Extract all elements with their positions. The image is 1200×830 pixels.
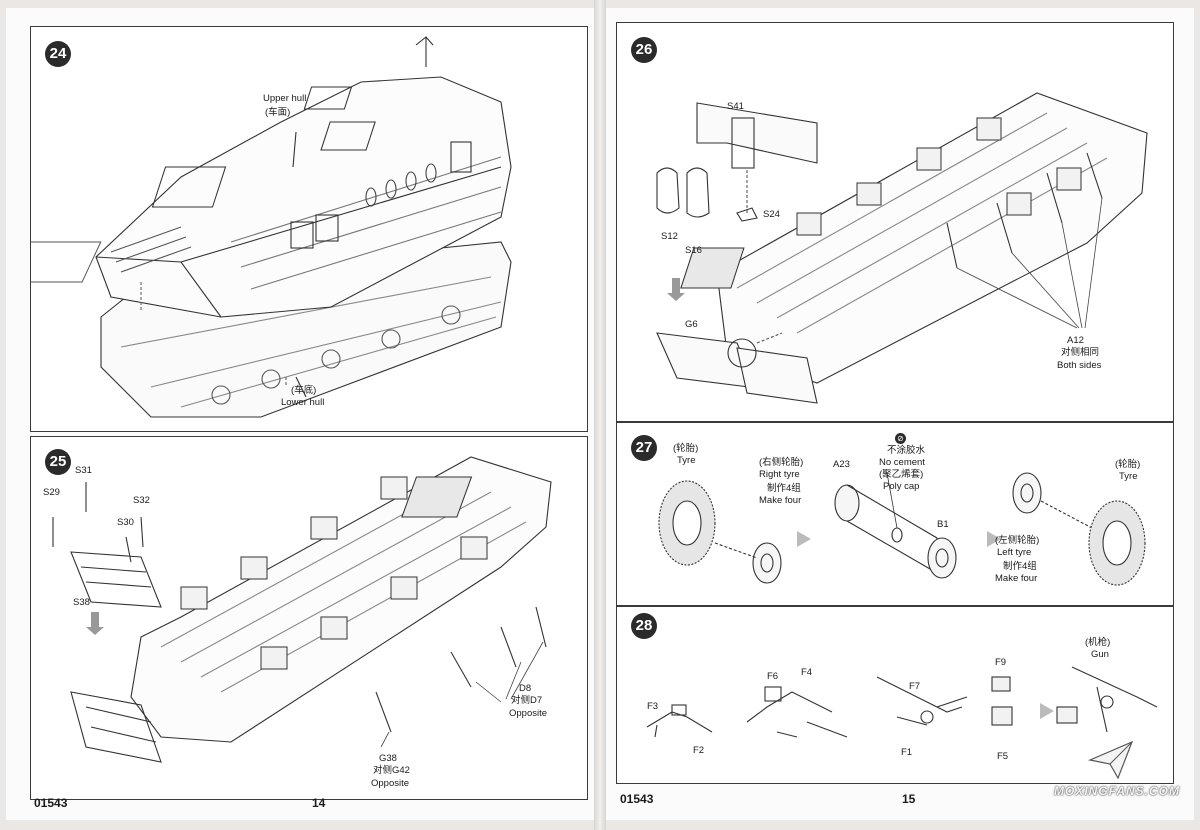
page-number-14: 14 (312, 796, 326, 810)
wheel-assembly-illustration (658, 472, 1146, 586)
part-f2-label: F2 (693, 745, 705, 756)
make-four-label-cn-2: 制作4组 (1003, 561, 1037, 572)
part-s12-label: S12 (661, 231, 678, 242)
left-tyre-label-cn: (左侧轮胎) (995, 535, 1040, 546)
part-d8-label: D8 (519, 683, 532, 694)
part-d8-cn-label: 对侧D7 (511, 695, 543, 706)
part-g6-label: G6 (685, 319, 698, 330)
part-a23-label: A23 (833, 459, 850, 470)
paper-plane-logo-icon (1088, 740, 1134, 780)
part-f6-label: F6 (767, 671, 779, 682)
step-28-number: 28 (631, 613, 657, 639)
step-27-panel: 27 (轮胎) Tyre (右侧轮胎) Right tyre 制作4组 Make… (616, 422, 1174, 606)
part-b1-label: B1 (937, 519, 949, 530)
gun-label-cn: (机枪) (1085, 637, 1111, 648)
gun-label: Gun (1091, 649, 1109, 660)
watermark-text: MOXINGFANS.COM (1053, 784, 1180, 798)
step-24-number: 24 (45, 41, 71, 67)
make-four-label-2: Make four (995, 573, 1038, 584)
part-s32-label: S32 (133, 495, 150, 506)
part-f9-label: F9 (995, 657, 1007, 668)
part-s31-label: S31 (75, 465, 92, 476)
left-page: 24 Upper hull (车面) (车底) Lower hull 25 S3 (6, 8, 594, 820)
tyre-label-cn: (轮胎) (673, 443, 699, 454)
step-25-panel: 25 S31 S29 S32 S30 S38 D8 对侧D7 Opposite … (30, 436, 588, 800)
right-page: 26 S41 S12 S16 S24 G6 A12 对侧相同 Both side… (606, 8, 1194, 820)
step-27-number: 27 (631, 435, 657, 461)
part-s16-label: S16 (685, 245, 702, 256)
part-a12-cn-label: 对侧相同 (1061, 347, 1100, 358)
part-s41-label: S41 (727, 101, 744, 112)
part-d8-opposite-label: Opposite (509, 708, 548, 719)
part-s29-label: S29 (43, 487, 60, 498)
part-a12-label: A12 (1067, 335, 1084, 346)
part-a12-both-sides-label: Both sides (1057, 360, 1102, 371)
part-s24-label: S24 (763, 209, 780, 220)
tyre-label: Tyre (677, 455, 696, 466)
part-f4-label: F4 (801, 667, 813, 678)
part-g38-label: G38 (379, 753, 397, 764)
page-gutter (594, 0, 606, 830)
hull-fenders-illustration (656, 92, 1148, 404)
poly-cap-label-cn: (聚乙烯套) (879, 469, 924, 480)
part-s38-label: S38 (73, 597, 90, 608)
make-four-label-cn: 制作4组 (767, 483, 801, 494)
part-g38-cn-label: 对侧G42 (373, 765, 410, 776)
step-24-panel: 24 Upper hull (车面) (车底) Lower hull (30, 26, 588, 432)
part-f1-label: F1 (901, 747, 913, 758)
lower-hull-illustration (52, 456, 552, 763)
part-s30-label: S30 (117, 517, 134, 528)
gun-assembly-illustration (646, 666, 1158, 738)
tyre-label-2: Tyre (1119, 471, 1138, 482)
poly-cap-label: Poly cap (883, 481, 920, 492)
part-f7-label: F7 (909, 681, 921, 692)
no-cement-label: No cement (879, 457, 925, 468)
page-number-15: 15 (902, 792, 916, 806)
catalog-number-right: 01543 (620, 792, 654, 806)
lower-hull-label-cn: (车底) (291, 385, 317, 396)
right-tyre-label: Right tyre (759, 469, 800, 480)
step-25-number: 25 (45, 449, 71, 475)
lower-hull-label: Lower hull (281, 397, 325, 408)
upper-hull-label-cn: (车面) (265, 107, 291, 118)
no-cement-icon: ⊘ (895, 433, 906, 444)
right-tyre-label-cn: (右侧轮胎) (759, 457, 804, 468)
upper-hull-label: Upper hull (263, 93, 307, 104)
step-26-number: 26 (631, 37, 657, 63)
part-g38-opposite-label: Opposite (371, 778, 410, 789)
catalog-number-left: 01543 (34, 796, 68, 810)
tyre-label-cn-2: (轮胎) (1115, 459, 1141, 470)
part-f3-label: F3 (647, 701, 659, 712)
make-four-label: Make four (759, 495, 802, 506)
part-f5-label: F5 (997, 751, 1009, 762)
left-tyre-label: Left tyre (997, 547, 1032, 558)
no-cement-label-cn: 不涂胶水 (887, 445, 926, 456)
step-26-panel: 26 S41 S12 S16 S24 G6 A12 对侧相同 Both side… (616, 22, 1174, 422)
upper-lower-hull-illustration (31, 36, 512, 418)
step-28-panel: 28 F3 F2 F6 F4 F7 F1 F9 F5 (机枪) Gun (616, 606, 1174, 784)
